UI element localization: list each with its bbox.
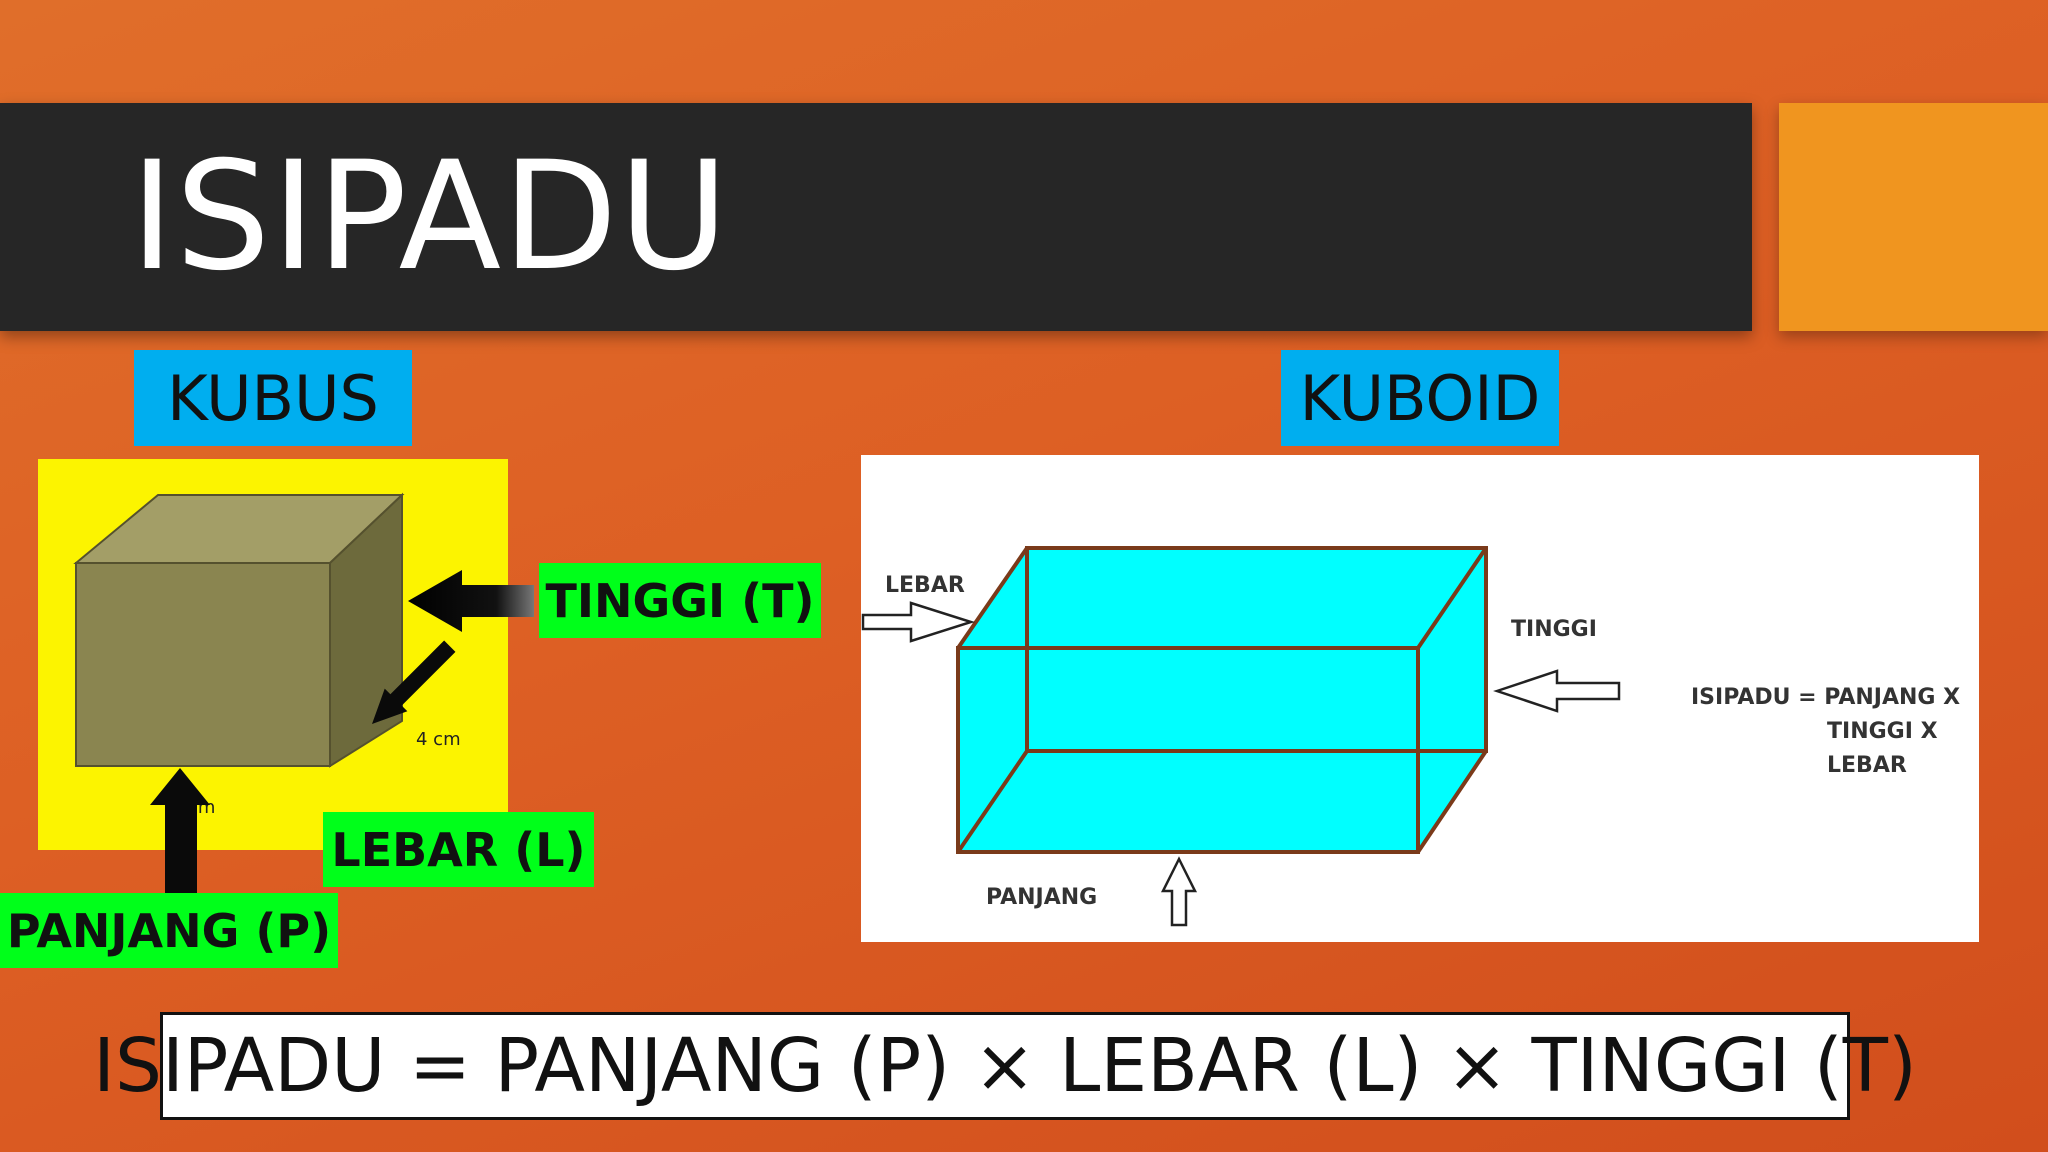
cuboid-illustration <box>861 546 1621 927</box>
slide-title: ISIPADU <box>130 130 730 304</box>
kubus-panjang-label: PANJANG (P) <box>0 893 338 968</box>
kubus-tinggi-label: TINGGI (T) <box>539 563 821 638</box>
cuboid-edges <box>956 546 1488 854</box>
lebar-arrow-icon <box>372 640 456 724</box>
kuboid-formula-line-1: ISIPADU = PANJANG X <box>1691 685 1961 710</box>
kuboid-tinggi-label: TINGGI <box>1511 617 1597 642</box>
kuboid-panjang-arrow-icon <box>1160 856 1198 927</box>
cube-dim-label-side: 4 cm <box>416 729 461 750</box>
kuboid-diagram-panel: LEBAR TINGGI PANJANG ISIPADU = PANJANG X… <box>861 455 1979 942</box>
kuboid-heading: KUBOID <box>1281 350 1559 446</box>
kuboid-tinggi-arrow-icon <box>1493 669 1621 713</box>
accent-square <box>1779 103 2048 331</box>
cube-illustration: 4 cm cm <box>73 492 461 818</box>
cube-front-face <box>75 562 331 767</box>
kubus-heading: KUBUS <box>134 350 412 446</box>
kubus-diagram-panel: 4 cm cm <box>38 459 508 850</box>
tinggi-arrow-icon <box>408 570 534 632</box>
cuboid-fill <box>958 548 1486 852</box>
kuboid-panjang-label: PANJANG <box>986 885 1098 910</box>
title-bar: ISIPADU <box>0 103 1752 331</box>
volume-formula: ISIPADU = PANJANG (P) × LEBAR (L) × TING… <box>93 1012 1917 1120</box>
panjang-arrow-icon <box>150 768 210 895</box>
kuboid-formula-line-3: LEBAR <box>1827 753 1907 778</box>
kuboid-lebar-label: LEBAR <box>885 573 965 598</box>
kuboid-lebar-arrow-icon <box>861 601 976 643</box>
kubus-lebar-label: LEBAR (L) <box>323 812 594 887</box>
kuboid-formula-line-2: TINGGI X <box>1827 719 1938 744</box>
